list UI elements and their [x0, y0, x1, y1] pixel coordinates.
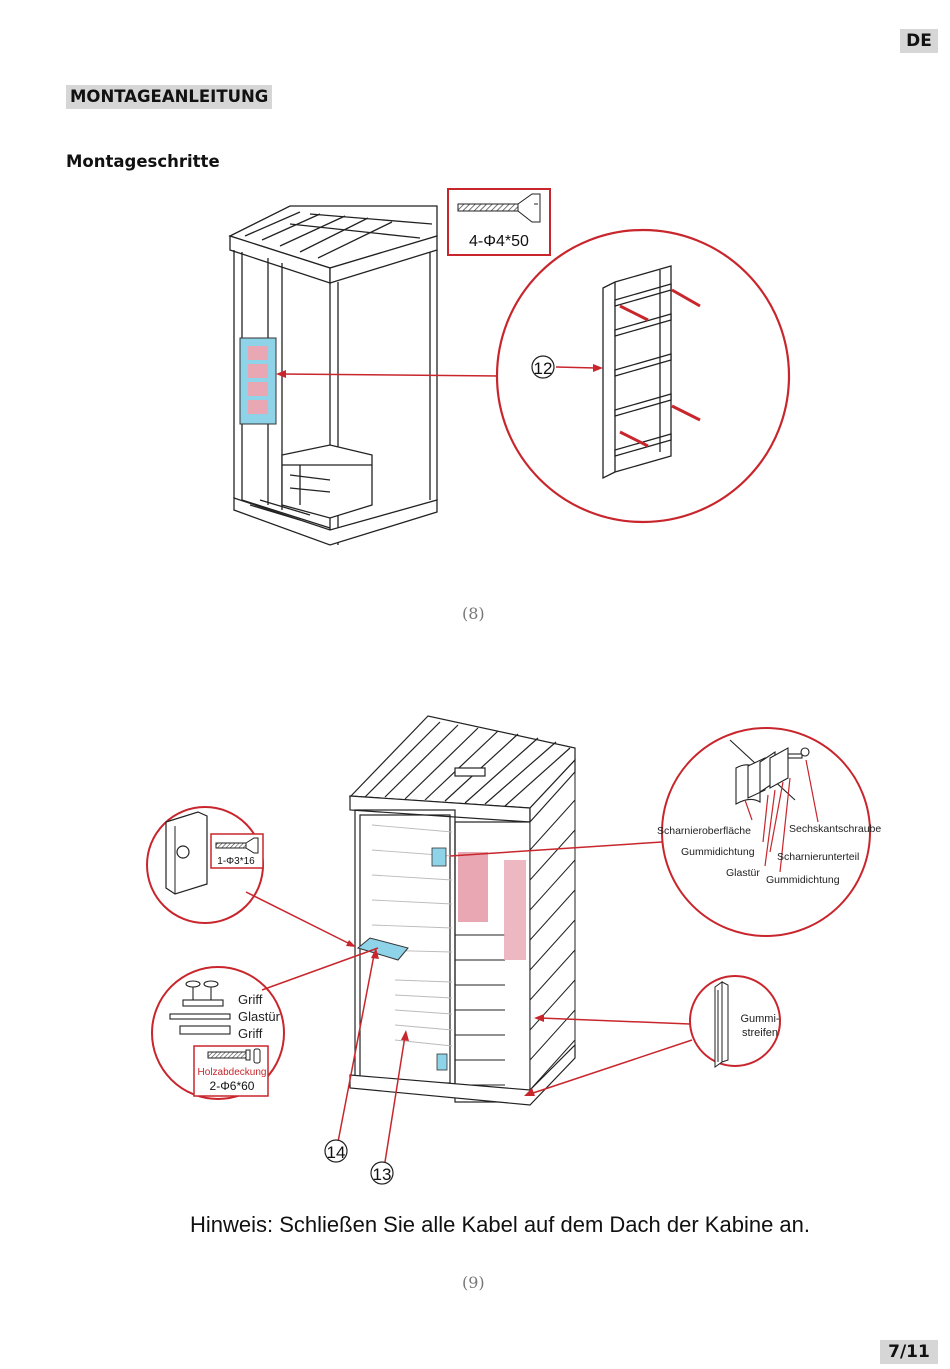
hinge-detail	[729, 739, 810, 805]
hinge-label-seal-1: Gummidichtung	[681, 846, 755, 858]
cabin-step8	[228, 205, 438, 546]
handle-highlight	[356, 937, 409, 961]
part-12-marker	[531, 355, 555, 379]
part-13-marker	[370, 1161, 394, 1185]
wood-cover-detail	[165, 811, 208, 895]
small-screw-icon	[215, 837, 259, 854]
subtitle: Montageschritte	[66, 152, 220, 171]
screw-markers	[619, 288, 701, 448]
wood-cover-label: Holzabdeckung	[198, 1067, 267, 1078]
part-14-marker	[324, 1139, 348, 1163]
installation-note: Hinweis: Schließen Sie alle Kabel auf de…	[189, 1212, 811, 1237]
cabin-step9	[349, 715, 576, 1106]
handle-label-2: Glastür	[238, 1009, 281, 1024]
part-14-label: 14	[327, 1143, 346, 1162]
heater-panels-step9	[431, 847, 526, 1071]
part-13-label: 13	[373, 1165, 392, 1184]
hinge-label-surface: Scharnieroberfläche	[657, 825, 751, 837]
hinge-leader-lines	[744, 759, 819, 873]
step-number-8: (8)	[462, 604, 485, 623]
hinge-label-seal-2: Gummidichtung	[766, 874, 840, 886]
screw-label-handle: 2-Φ6*60	[210, 1079, 255, 1093]
page-number-badge: 7/11	[880, 1340, 938, 1364]
language-badge: DE	[900, 29, 938, 53]
handle-label-1: Griff	[238, 992, 263, 1007]
screw-icon	[457, 193, 541, 223]
hinge-label-base: Scharnierunterteil	[777, 851, 859, 863]
detail-circle-rubber-strip	[689, 975, 781, 1067]
rubber-strip-label-1: Gummi-	[740, 1013, 779, 1025]
panel-detail	[602, 265, 672, 480]
step8-diagram: 12 4-Φ4*50	[228, 188, 791, 546]
screw-label-step8: 4-Φ4*50	[469, 233, 529, 250]
part-12-label: 12	[534, 359, 553, 378]
hinge-label-hex-screw: Sechskantschraube	[789, 823, 881, 835]
rubber-strip-label-2: streifen	[742, 1027, 778, 1039]
handle-label-3: Griff	[238, 1026, 263, 1041]
detail-circle-hinge	[661, 727, 871, 937]
step-number-9: (9)	[462, 1273, 485, 1292]
step9-diagram: 1-Φ3*16 Griff Glastür Griff Holzabdeckun…	[146, 715, 881, 1185]
handle-detail	[169, 980, 231, 1035]
heater-panel-step8	[239, 337, 277, 425]
section-title: MONTAGEANLEITUNG	[66, 85, 273, 109]
handle-screw-icon	[207, 1048, 261, 1064]
screw-label-small: 1-Φ3*16	[217, 856, 255, 867]
rubber-strip-detail	[714, 981, 729, 1068]
hinge-label-glass-door: Glastür	[726, 867, 760, 879]
